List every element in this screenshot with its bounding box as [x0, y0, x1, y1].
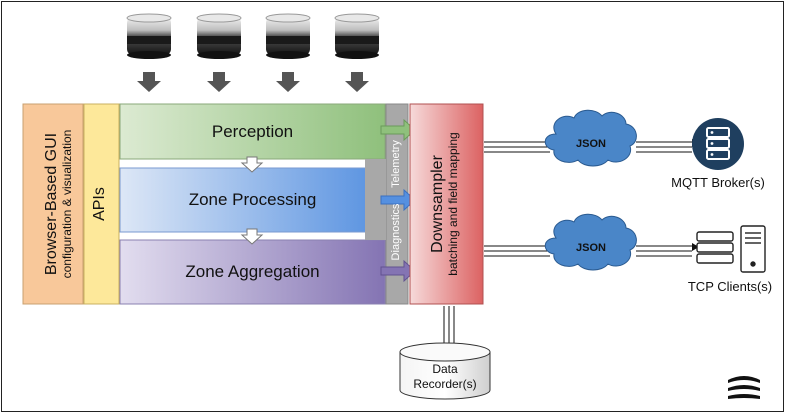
lidar-sensor-icon — [196, 13, 242, 59]
diagnostics-label: Diagnostics — [390, 203, 402, 261]
downsampler-subtitle: batching and field mapping — [446, 132, 461, 276]
lidar-sensor-icon — [265, 13, 311, 59]
downsampler-label: Downsampler batching and field mapping — [429, 104, 465, 304]
tcp-clients-icon — [696, 225, 766, 273]
data-recorder-label: Data Recorder(s) — [400, 362, 490, 392]
tcp-connector-lines — [484, 245, 692, 257]
company-logo-icon — [728, 376, 760, 399]
json-cloud-icon — [544, 213, 637, 271]
zone-processing-label: Zone Processing — [188, 190, 317, 209]
downsampler-title: Downsampler — [429, 155, 446, 253]
mqtt-connector-lines — [484, 141, 692, 153]
mqtt-broker-label: MQTT Broker(s) — [671, 175, 765, 190]
recorder-connector-lines — [443, 306, 455, 346]
gui-panel[interactable] — [22, 103, 84, 305]
data-recorder-line2: Recorder(s) — [413, 377, 477, 391]
telemetry-label: Telemetry — [390, 140, 402, 188]
data-recorder-line1: Data — [432, 362, 458, 376]
gui-label: Browser-Based GUI configuration & visual… — [43, 104, 74, 304]
data-recorder-icon — [399, 342, 491, 400]
down-arrow-icon — [345, 72, 369, 92]
channel-strip-inner — [365, 159, 386, 240]
mqtt-broker-icon — [692, 118, 744, 170]
apis-panel[interactable] — [83, 103, 120, 305]
downsampler-box[interactable] — [409, 103, 484, 305]
down-arrow-icon — [207, 72, 231, 92]
zone-processing-box[interactable] — [119, 167, 386, 233]
perception-label: Perception — [211, 122, 294, 141]
tcp-clients-label: TCP Clients(s) — [687, 279, 773, 294]
gui-title: Browser-Based GUI — [43, 132, 60, 276]
down-arrow-icon — [137, 72, 161, 92]
down-arrow-icon — [240, 228, 264, 245]
apis-label: APIs — [91, 187, 108, 221]
down-arrow-icon — [240, 156, 264, 173]
down-arrow-icon — [276, 72, 300, 92]
json-cloud-icon — [544, 109, 637, 167]
gui-subtitle: configuration & visualization — [60, 129, 75, 279]
lidar-sensor-icon — [126, 13, 172, 59]
json-cloud-label: JSON — [576, 138, 606, 150]
zone-aggregation-label: Zone Aggregation — [185, 262, 320, 281]
json-cloud-label: JSON — [576, 242, 606, 254]
right-arrow-icon — [692, 243, 699, 251]
lidar-sensor-icon — [334, 13, 380, 59]
zone-aggregation-box[interactable] — [119, 239, 386, 305]
